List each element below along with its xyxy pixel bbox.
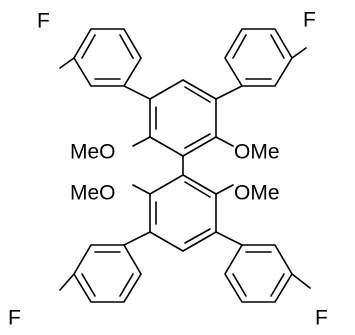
fluorine-label-top-right: F	[303, 9, 316, 32]
methoxy-label-lower-right: OMe	[234, 182, 280, 205]
methoxy-label-lower-left: MeO	[70, 182, 116, 205]
methoxy-label-upper-right: OMe	[234, 141, 280, 164]
bond-ome-upper-right	[215, 136, 234, 147]
bond-upper-left-aryl	[123, 85, 151, 100]
lower-central-ring	[149, 174, 217, 252]
bond-ome-upper-left	[132, 136, 151, 147]
fluorine-label-bottom-right: F	[315, 307, 328, 330]
bond-lower-left-aryl	[123, 231, 151, 246]
fluorophenyl-bottom-left	[59, 244, 142, 303]
bond-lower-right-aryl	[215, 231, 243, 246]
fluorine-label-top-left: F	[37, 10, 50, 33]
bond-ome-lower-left	[132, 184, 151, 195]
fluorophenyl-bottom-right	[224, 244, 311, 303]
fluorophenyl-top-right	[224, 28, 307, 87]
bond-ome-lower-right	[215, 184, 234, 195]
bond-upper-right-aryl	[215, 85, 243, 100]
fluorine-label-bottom-left: F	[8, 307, 21, 330]
upper-central-ring	[149, 79, 217, 157]
fluorophenyl-top-left	[59, 28, 142, 87]
methoxy-label-upper-left: MeO	[70, 141, 116, 164]
